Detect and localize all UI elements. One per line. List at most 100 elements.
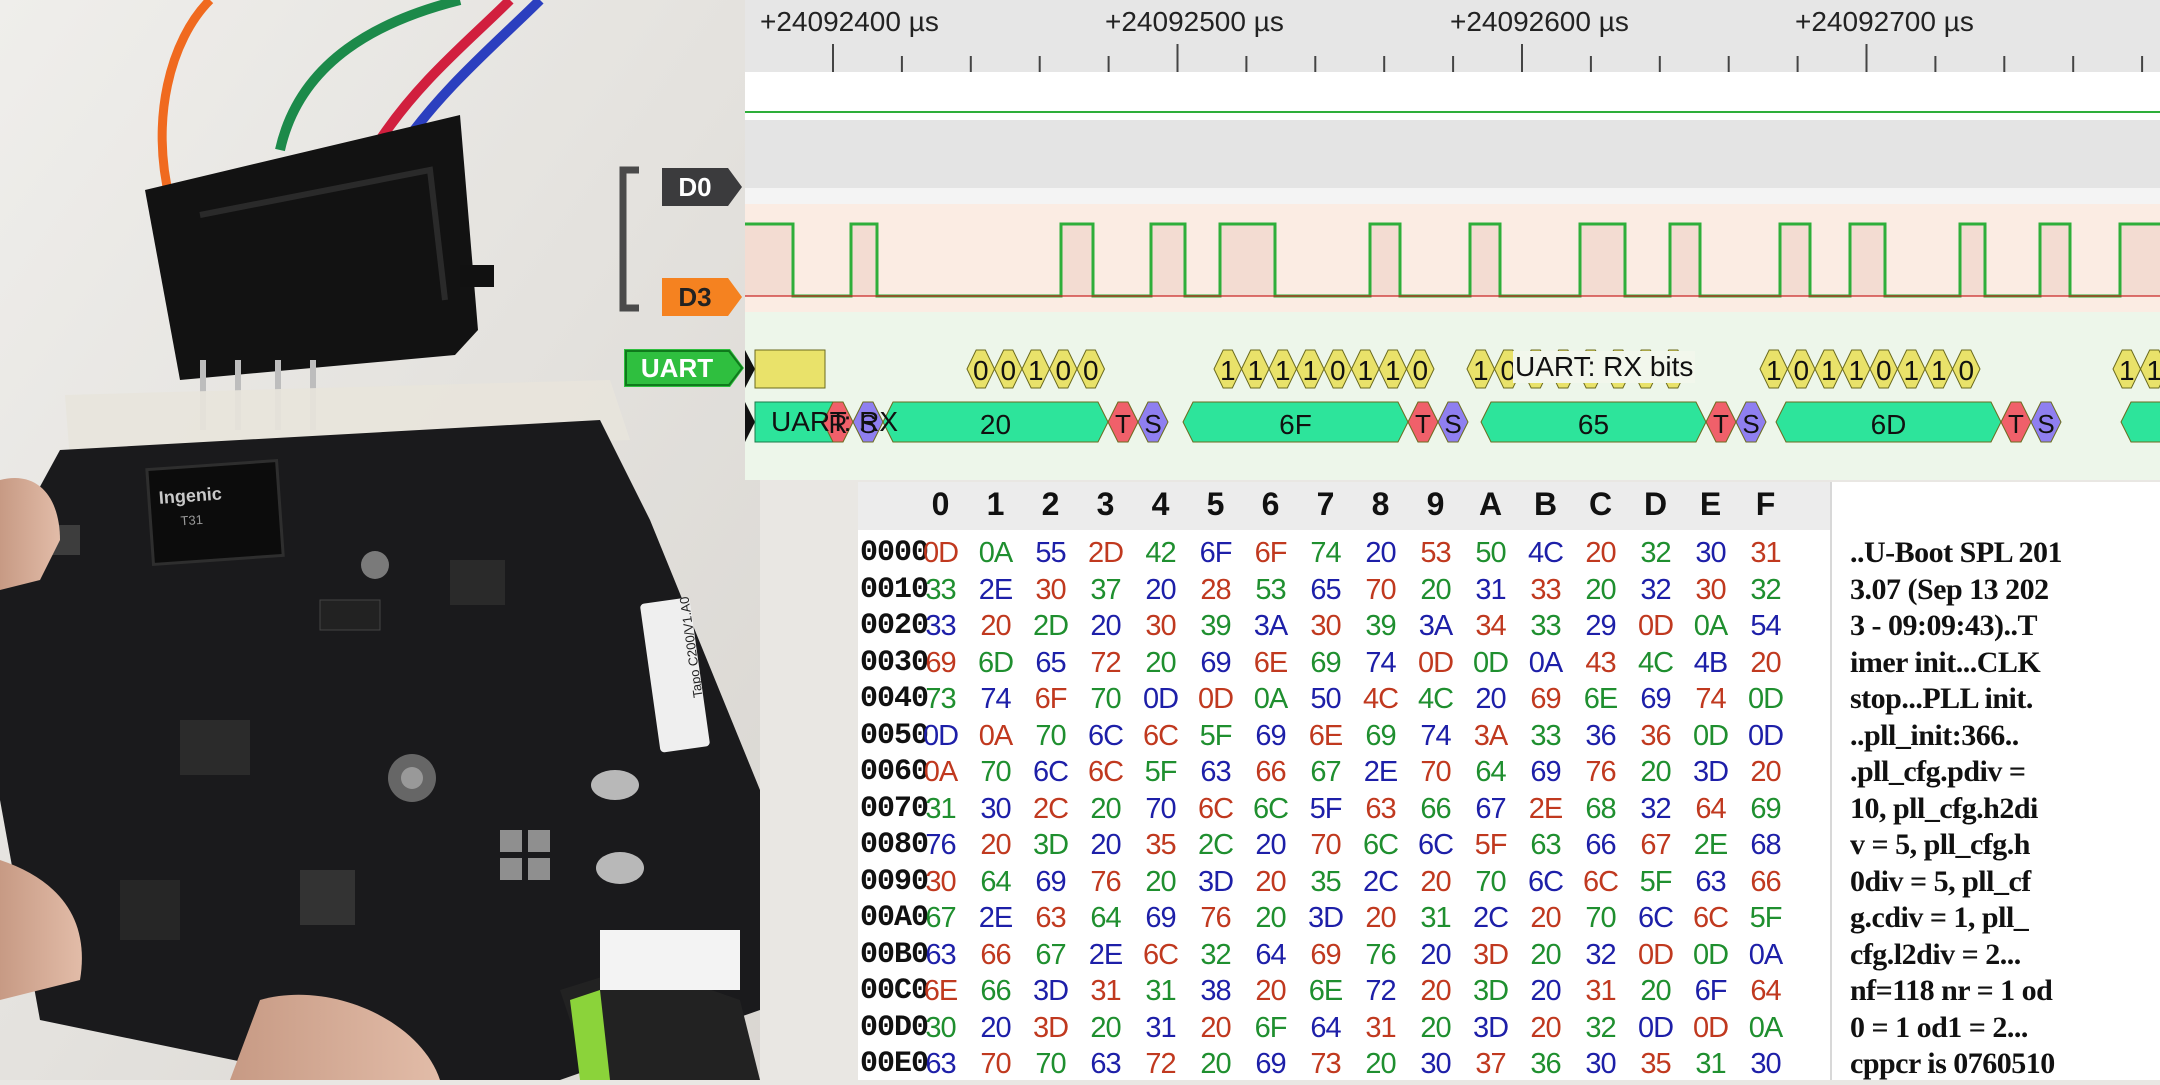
hex-byte-cell[interactable]: 20 — [1628, 756, 1683, 789]
hex-byte-cell[interactable]: 0D — [1188, 683, 1243, 716]
hex-byte-cell[interactable]: 6C — [1573, 866, 1628, 899]
hex-byte-cell[interactable]: 20 — [1408, 939, 1463, 972]
hex-byte-cell[interactable]: 70 — [1573, 902, 1628, 935]
hex-byte-cell[interactable]: 6F — [1683, 975, 1738, 1008]
hex-byte-cell[interactable]: 2E — [1683, 829, 1738, 862]
hex-byte-cell[interactable]: 20 — [968, 1012, 1023, 1045]
hex-byte-cell[interactable]: 30 — [1683, 537, 1738, 570]
hex-byte-cell[interactable]: 76 — [913, 829, 968, 862]
hex-byte-cell[interactable]: 0D — [1683, 939, 1738, 972]
hex-byte-cell[interactable]: 63 — [1683, 866, 1738, 899]
hex-byte-cell[interactable]: 74 — [1408, 720, 1463, 753]
hex-byte-cell[interactable]: 69 — [913, 647, 968, 680]
hex-byte-cell[interactable]: 36 — [1573, 720, 1628, 753]
hex-byte-cell[interactable]: 66 — [1243, 756, 1298, 789]
hex-byte-cell[interactable]: 63 — [1353, 793, 1408, 826]
hex-byte-cell[interactable]: 33 — [913, 610, 968, 643]
hex-byte-cell[interactable]: 35 — [1298, 866, 1353, 899]
channel-label-d3[interactable]: D3 — [662, 278, 742, 321]
hex-byte-cell[interactable]: 31 — [1463, 574, 1518, 607]
hex-byte-cell[interactable]: 20 — [1738, 756, 1793, 789]
hex-byte-cell[interactable]: 30 — [913, 866, 968, 899]
hex-byte-cell[interactable]: 63 — [1188, 756, 1243, 789]
hex-byte-cell[interactable]: 3A — [1408, 610, 1463, 643]
hex-byte-cell[interactable]: 31 — [913, 793, 968, 826]
hex-byte-cell[interactable]: 6E — [913, 975, 968, 1008]
hex-byte-cell[interactable]: 20 — [1188, 1012, 1243, 1045]
hex-byte-cell[interactable]: 37 — [1078, 574, 1133, 607]
hex-byte-cell[interactable]: 0D — [1463, 647, 1518, 680]
hex-byte-cell[interactable]: 50 — [1298, 683, 1353, 716]
hex-byte-cell[interactable]: 31 — [1133, 1012, 1188, 1045]
hex-byte-cell[interactable]: 30 — [1023, 574, 1078, 607]
hex-byte-cell[interactable]: 66 — [1408, 793, 1463, 826]
hex-byte-cell[interactable]: 69 — [1298, 939, 1353, 972]
hex-byte-cell[interactable]: 31 — [1353, 1012, 1408, 1045]
hex-byte-cell[interactable]: 2C — [1188, 829, 1243, 862]
hex-byte-cell[interactable]: 30 — [913, 1012, 968, 1045]
hex-byte-cell[interactable]: 63 — [1078, 1048, 1133, 1080]
hex-byte-cell[interactable]: 65 — [1023, 647, 1078, 680]
hex-byte-cell[interactable]: 70 — [1408, 756, 1463, 789]
hex-byte-cell[interactable]: 70 — [1133, 793, 1188, 826]
hex-byte-cell[interactable]: 54 — [1738, 610, 1793, 643]
hex-byte-cell[interactable]: 67 — [1023, 939, 1078, 972]
hex-byte-cell[interactable]: 69 — [1133, 902, 1188, 935]
hex-byte-cell[interactable]: 20 — [1518, 1012, 1573, 1045]
hex-byte-cell[interactable]: 6C — [1683, 902, 1738, 935]
hex-byte-cell[interactable]: 31 — [1573, 975, 1628, 1008]
hex-byte-cell[interactable]: 68 — [1738, 829, 1793, 862]
hex-byte-cell[interactable]: 76 — [1078, 866, 1133, 899]
hex-byte-cell[interactable]: 32 — [1573, 939, 1628, 972]
hex-byte-cell[interactable]: 32 — [1628, 537, 1683, 570]
hex-byte-cell[interactable]: 31 — [1408, 902, 1463, 935]
hex-byte-cell[interactable]: 30 — [1133, 610, 1188, 643]
hex-byte-cell[interactable]: 20 — [1408, 1012, 1463, 1045]
hex-byte-cell[interactable]: 20 — [1243, 975, 1298, 1008]
hex-byte-cell[interactable]: 69 — [1298, 647, 1353, 680]
hex-byte-cell[interactable]: 20 — [1188, 1048, 1243, 1080]
hex-byte-cell[interactable]: 3D — [1298, 902, 1353, 935]
hex-byte-cell[interactable]: 30 — [1573, 1048, 1628, 1080]
hex-byte-cell[interactable]: 2E — [1518, 793, 1573, 826]
hex-byte-cell[interactable]: 2C — [1353, 866, 1408, 899]
hex-byte-cell[interactable]: 6C — [1628, 902, 1683, 935]
hex-byte-cell[interactable]: 69 — [1243, 720, 1298, 753]
hex-byte-cell[interactable]: 4C — [1408, 683, 1463, 716]
hex-byte-cell[interactable]: 20 — [1133, 647, 1188, 680]
hex-byte-cell[interactable]: 66 — [968, 939, 1023, 972]
hex-byte-cell[interactable]: 6F — [1023, 683, 1078, 716]
hex-byte-cell[interactable]: 67 — [1463, 793, 1518, 826]
hex-byte-cell[interactable]: 2E — [1078, 939, 1133, 972]
hex-byte-cell[interactable]: 32 — [1628, 793, 1683, 826]
hex-byte-cell[interactable]: 74 — [1298, 537, 1353, 570]
hex-byte-cell[interactable]: 34 — [1463, 610, 1518, 643]
hex-byte-cell[interactable]: 31 — [1683, 1048, 1738, 1080]
hex-byte-cell[interactable]: 3A — [1463, 720, 1518, 753]
hex-byte-cell[interactable]: 0D — [1683, 720, 1738, 753]
hex-byte-cell[interactable]: 0A — [1738, 1012, 1793, 1045]
hex-byte-cell[interactable]: 67 — [1298, 756, 1353, 789]
hex-byte-cell[interactable]: 6C — [1023, 756, 1078, 789]
hex-byte-cell[interactable]: 20 — [968, 610, 1023, 643]
hex-byte-cell[interactable]: 36 — [1518, 1048, 1573, 1080]
hex-byte-cell[interactable]: 31 — [1078, 975, 1133, 1008]
hex-byte-cell[interactable]: 39 — [1188, 610, 1243, 643]
hex-byte-cell[interactable]: 69 — [1518, 756, 1573, 789]
hex-byte-cell[interactable]: 66 — [1573, 829, 1628, 862]
hex-byte-cell[interactable]: 33 — [1518, 720, 1573, 753]
waveform-canvas[interactable]: 0010011110110101001101011011011SR20TS6FT… — [745, 0, 2160, 480]
hex-byte-cell[interactable]: 2C — [1023, 793, 1078, 826]
hex-byte-cell[interactable]: 6C — [1518, 866, 1573, 899]
hex-byte-cell[interactable]: 55 — [1023, 537, 1078, 570]
hex-byte-cell[interactable]: 68 — [1573, 793, 1628, 826]
hex-byte-cell[interactable]: 69 — [1023, 866, 1078, 899]
hex-byte-cell[interactable]: 30 — [1408, 1048, 1463, 1080]
hex-byte-cell[interactable]: 63 — [913, 1048, 968, 1080]
hex-byte-cell[interactable]: 69 — [1628, 683, 1683, 716]
hex-byte-cell[interactable]: 35 — [1133, 829, 1188, 862]
hex-byte-cell[interactable]: 3D — [1023, 975, 1078, 1008]
hex-byte-cell[interactable]: 30 — [968, 793, 1023, 826]
hex-byte-cell[interactable]: 4C — [1353, 683, 1408, 716]
